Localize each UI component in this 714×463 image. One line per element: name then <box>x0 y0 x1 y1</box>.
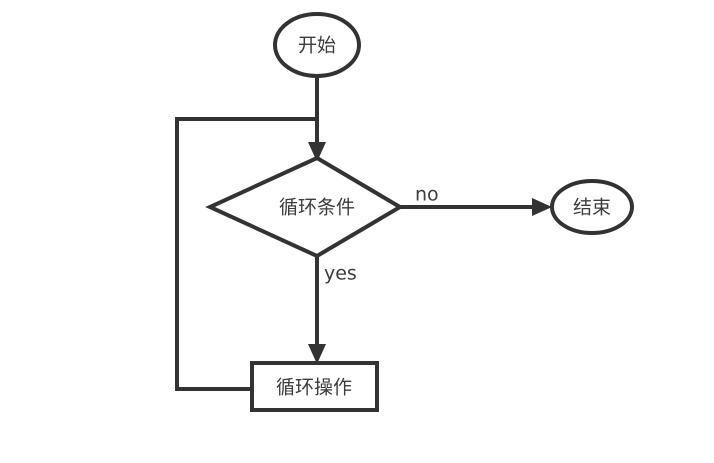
arrow-head-icon <box>308 344 326 364</box>
node-start[interactable]: 开始 <box>273 12 361 78</box>
node-condition[interactable]: 循环条件 <box>205 155 404 259</box>
arrow-head-icon <box>532 198 552 216</box>
end-ellipse-shape <box>550 179 634 235</box>
edge-start-to-condition <box>308 75 326 162</box>
operation-rect-shape <box>250 361 379 412</box>
node-start-label: 开始 <box>298 35 336 57</box>
edge-operation-to-condition-line <box>175 117 317 391</box>
edge-condition-to-end <box>400 198 552 216</box>
arrow-head-icon <box>308 142 326 162</box>
edge-operation-to-condition <box>175 117 317 391</box>
condition-diamond-shape <box>205 155 404 259</box>
node-operation[interactable]: 循环操作 <box>250 361 379 412</box>
start-ellipse-shape <box>273 12 361 78</box>
edge-label-no: no <box>415 184 439 206</box>
edge-label-yes: yes <box>324 263 357 285</box>
node-condition-label: 循环条件 <box>279 197 355 219</box>
node-operation-label: 循环操作 <box>276 377 352 399</box>
node-end-label: 结束 <box>573 197 611 219</box>
node-end[interactable]: 结束 <box>550 179 634 235</box>
edge-condition-to-operation <box>308 256 326 364</box>
